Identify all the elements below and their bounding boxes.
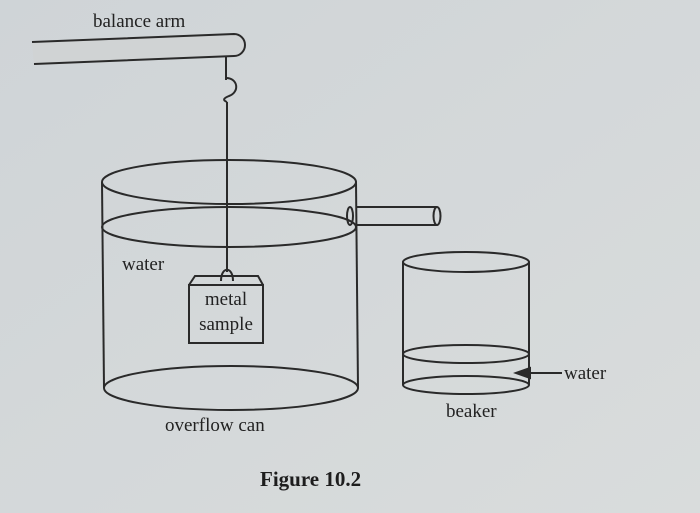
overflow-spout [346,206,442,226]
beaker-water-label: water [564,363,607,384]
metal-sample [188,268,264,344]
metal-sample-label: metal sample [189,287,263,337]
beaker-label: beaker [446,401,497,422]
overflow-can-label: overflow can [165,415,265,436]
metal-sample-label-line2: sample [199,314,253,335]
hook [223,56,238,103]
figure-caption: Figure 10.2 [260,467,362,491]
water-arrow [513,366,562,380]
balance-arm [31,32,246,65]
overflow-can-water-surface [101,206,357,248]
overflow-can [101,159,360,411]
balance-arm-label: balance arm [93,11,186,32]
beaker [402,251,531,395]
can-water-label: water [122,254,165,275]
beaker-water-surface [402,344,530,364]
metal-sample-label-line1: metal [204,289,248,310]
